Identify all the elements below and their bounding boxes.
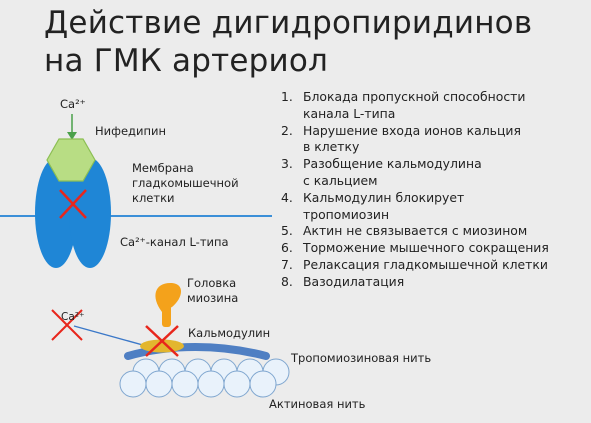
list-item: 8.Вазодилатация xyxy=(281,273,405,289)
list-item: 5.Актин не связывается с миозином xyxy=(281,223,528,239)
list-item: 7.Релаксация гладкомышечной клетки xyxy=(281,256,548,272)
list-item: 6.Торможение мышечного сокращения xyxy=(281,240,549,256)
myosin-head-label: Головка миозина xyxy=(187,276,239,305)
ca-ion-label-bottom: Ca²⁺ xyxy=(61,311,85,323)
ca-ion-label-top: Ca²⁺ xyxy=(60,97,86,111)
actin-filament xyxy=(119,358,290,398)
nifedipine-hexagon-icon xyxy=(46,138,96,182)
myosin-neck xyxy=(162,305,171,327)
calmodulin-shape xyxy=(140,339,184,353)
actin-label: Актиновая нить xyxy=(269,397,366,411)
list-item: 3.Разобщение кальмодулина с кальцием xyxy=(281,156,482,188)
nifedipine-label: Нифедипин xyxy=(95,124,166,138)
channel-right-subunit xyxy=(69,158,111,268)
ca-to-calmodulin-arrow xyxy=(73,325,151,348)
tropomyosin-strand xyxy=(124,343,270,360)
list-item: 2.Нарушение входа ионов кальция в клетку xyxy=(281,122,521,155)
ca-channel-label: Ca²⁺-канал L-типа xyxy=(120,235,229,249)
mechanism-steps-list: 1.Блокада пропускной способности канала … xyxy=(281,89,549,291)
ca-arrow-head-icon xyxy=(67,132,77,140)
page-title: Действие дигидропиридинов на ГМК артерио… xyxy=(44,5,533,79)
tropomyosin-label: Тропомиозиновая нить xyxy=(291,351,432,365)
calmodulin-label: Кальмодулин xyxy=(188,326,271,340)
list-item: 1.Блокада пропускной способности канала … xyxy=(281,89,526,121)
channel-left-subunit xyxy=(35,158,77,268)
membrane-label: Мембрана гладкомышечной клетки xyxy=(132,161,239,205)
myosin-head-shape xyxy=(155,282,182,312)
list-item: 4.Кальмодулин блокирует тропомиозин xyxy=(281,189,465,222)
